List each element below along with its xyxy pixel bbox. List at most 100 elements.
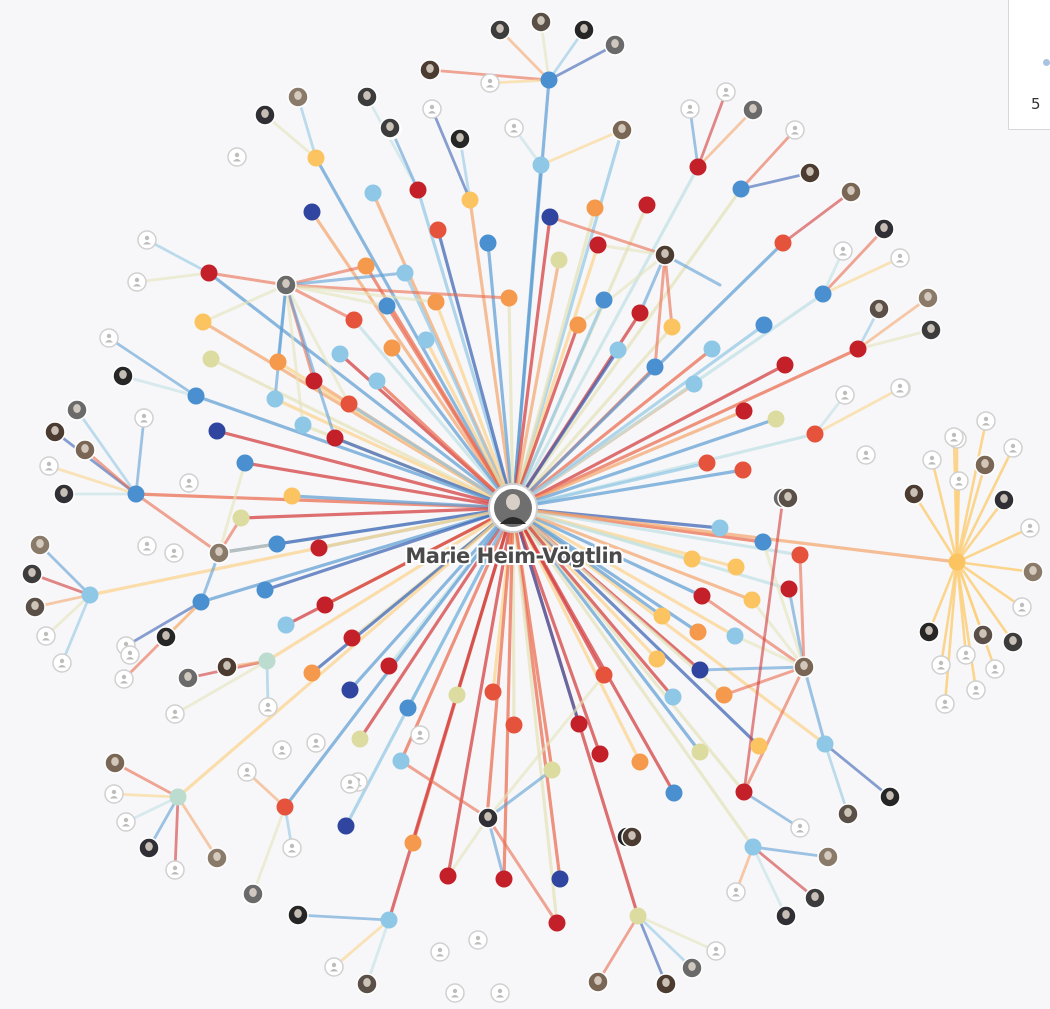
person-placeholder-icon[interactable] (164, 543, 184, 563)
person-photo-node[interactable] (44, 421, 66, 443)
entity-node[interactable] (744, 838, 762, 856)
entity-node[interactable] (548, 914, 566, 932)
person-placeholder-icon[interactable] (935, 694, 955, 714)
person-photo-node[interactable] (837, 803, 859, 825)
entity-node[interactable] (439, 867, 457, 885)
person-photo-node[interactable] (53, 483, 75, 505)
person-photo-node[interactable] (868, 298, 890, 320)
person-placeholder-icon[interactable] (890, 378, 910, 398)
person-photo-node[interactable] (489, 19, 511, 41)
person-placeholder-icon[interactable] (134, 408, 154, 428)
person-placeholder-icon[interactable] (165, 704, 185, 724)
person-placeholder-icon[interactable] (785, 120, 805, 140)
person-placeholder-icon[interactable] (985, 659, 1005, 679)
person-photo-node[interactable] (287, 86, 309, 108)
entity-node[interactable] (595, 291, 613, 309)
person-placeholder-icon[interactable] (680, 99, 700, 119)
entity-node[interactable] (192, 593, 210, 611)
entity-node[interactable] (664, 688, 682, 706)
entity-node[interactable] (392, 752, 410, 770)
person-photo-node[interactable] (573, 19, 595, 41)
person-placeholder-icon[interactable] (976, 411, 996, 431)
person-photo-node[interactable] (681, 957, 703, 979)
entity-node[interactable] (653, 607, 671, 625)
entity-node[interactable] (570, 715, 588, 733)
center-node[interactable]: Marie Heim-Vögtlin (403, 483, 625, 570)
person-photo-node[interactable] (817, 846, 839, 868)
entity-node[interactable] (541, 208, 559, 226)
entity-node[interactable] (586, 199, 604, 217)
entity-node[interactable] (479, 234, 497, 252)
entity-node[interactable] (631, 753, 649, 771)
entity-node[interactable] (735, 783, 753, 801)
entity-node[interactable] (693, 587, 711, 605)
person-placeholder-icon[interactable] (36, 626, 56, 646)
entity-node[interactable] (200, 264, 218, 282)
entity-node[interactable] (307, 149, 325, 167)
entity-node[interactable] (283, 487, 301, 505)
person-placeholder-icon[interactable] (835, 385, 855, 405)
entity-node[interactable] (345, 311, 363, 329)
person-placeholder-icon[interactable] (340, 774, 360, 794)
person-photo-node[interactable] (655, 973, 677, 995)
entity-node[interactable] (417, 331, 435, 349)
entity-node[interactable] (780, 580, 798, 598)
entity-node[interactable] (310, 539, 328, 557)
entity-node[interactable] (948, 553, 966, 571)
person-placeholder-icon[interactable] (237, 762, 257, 782)
entity-node[interactable] (294, 416, 312, 434)
entity-node[interactable] (500, 289, 518, 307)
person-photo-node[interactable] (112, 365, 134, 387)
entity-node[interactable] (305, 372, 323, 390)
entity-node[interactable] (774, 234, 792, 252)
person-placeholder-icon[interactable] (282, 838, 302, 858)
person-placeholder-icon[interactable] (833, 241, 853, 261)
person-photo-node[interactable] (903, 483, 925, 505)
person-placeholder-icon[interactable] (324, 957, 344, 977)
entity-node[interactable] (683, 550, 701, 568)
person-placeholder-icon[interactable] (127, 272, 147, 292)
entity-node[interactable] (727, 558, 745, 576)
person-placeholder-icon[interactable] (949, 471, 969, 491)
entity-node[interactable] (532, 156, 550, 174)
entity-node[interactable] (734, 461, 752, 479)
entity-node[interactable] (689, 158, 707, 176)
entity-node[interactable] (396, 264, 414, 282)
person-photo-node[interactable] (777, 487, 799, 509)
person-placeholder-icon[interactable] (790, 818, 810, 838)
entity-node[interactable] (755, 316, 773, 334)
person-placeholder-icon[interactable] (52, 653, 72, 673)
person-placeholder-icon[interactable] (716, 82, 736, 102)
person-photo-node[interactable] (419, 59, 441, 81)
person-placeholder-icon[interactable] (272, 740, 292, 760)
person-photo-node[interactable] (654, 244, 676, 266)
person-photo-node[interactable] (775, 905, 797, 927)
entity-node[interactable] (806, 425, 824, 443)
person-photo-node[interactable] (21, 563, 43, 585)
entity-node[interactable] (767, 410, 785, 428)
person-photo-node[interactable] (138, 837, 160, 859)
entity-node[interactable] (629, 907, 647, 925)
entity-node[interactable] (194, 313, 212, 331)
entity-node[interactable] (357, 257, 375, 275)
entity-node[interactable] (591, 745, 609, 763)
entity-node[interactable] (743, 591, 761, 609)
person-photo-node[interactable] (449, 128, 471, 150)
person-placeholder-icon[interactable] (114, 669, 134, 689)
entity-node[interactable] (81, 586, 99, 604)
person-placeholder-icon[interactable] (1012, 597, 1032, 617)
entity-node[interactable] (776, 356, 794, 374)
entity-node[interactable] (303, 203, 321, 221)
entity-node[interactable] (663, 318, 681, 336)
person-photo-node[interactable] (621, 826, 643, 848)
person-photo-node[interactable] (604, 34, 626, 56)
person-placeholder-icon[interactable] (430, 942, 450, 962)
person-placeholder-icon[interactable] (856, 445, 876, 465)
person-photo-node[interactable] (155, 626, 177, 648)
person-placeholder-icon[interactable] (104, 784, 124, 804)
person-photo-node[interactable] (275, 274, 297, 296)
entity-node[interactable] (268, 535, 286, 553)
person-photo-node[interactable] (74, 439, 96, 461)
person-placeholder-icon[interactable] (1020, 518, 1040, 538)
